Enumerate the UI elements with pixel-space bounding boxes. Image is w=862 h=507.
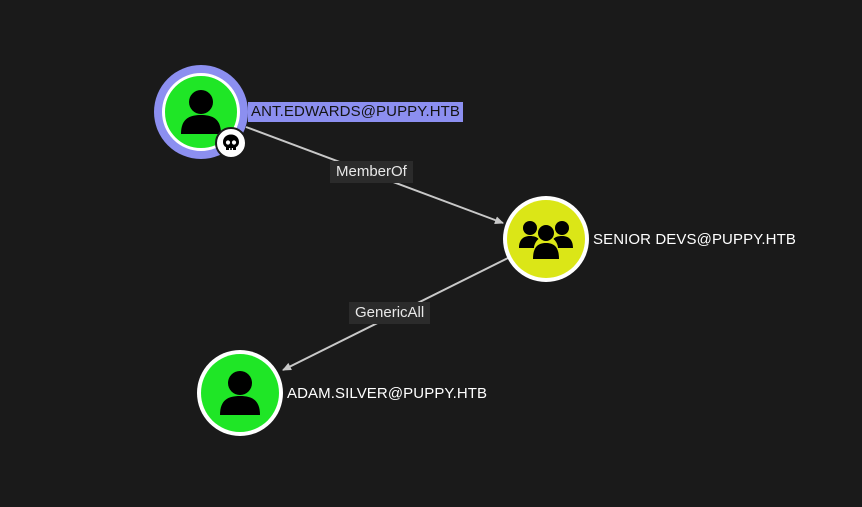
skull-icon bbox=[223, 134, 239, 150]
node-label-adam-silver: ADAM.SILVER@PUPPY.HTB bbox=[287, 385, 488, 402]
edge-label-memberof[interactable]: MemberOf bbox=[330, 161, 413, 183]
node-senior-devs[interactable] bbox=[503, 196, 589, 282]
node-ant-edwards[interactable] bbox=[154, 65, 248, 159]
user-icon bbox=[181, 90, 221, 134]
badge-owned bbox=[215, 127, 247, 159]
user-icon bbox=[220, 371, 260, 415]
node-adam-silver[interactable] bbox=[197, 350, 283, 436]
node-label-ant-edwards: ANT.EDWARDS@PUPPY.HTB bbox=[248, 102, 464, 122]
node-label-senior-devs: SENIOR DEVS@PUPPY.HTB bbox=[593, 231, 796, 248]
edge-label-genericall[interactable]: GenericAll bbox=[349, 302, 431, 324]
group-icon bbox=[519, 221, 573, 259]
